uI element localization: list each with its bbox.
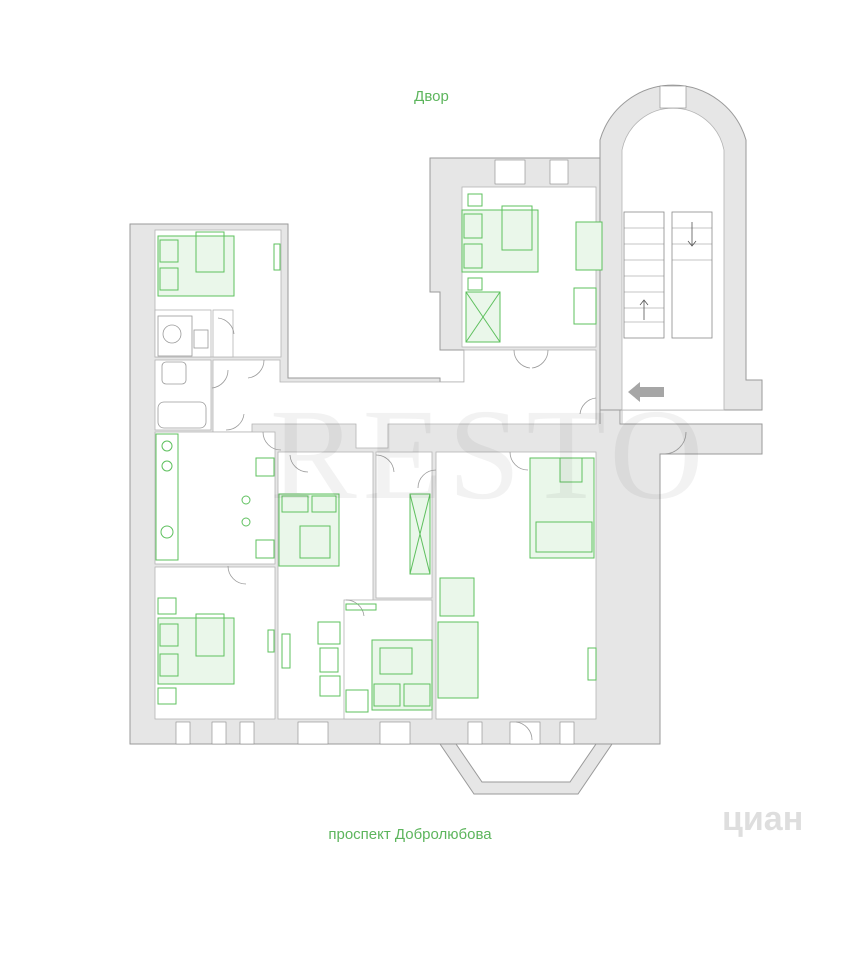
courtyard-label: Двор bbox=[414, 88, 449, 105]
double-bed bbox=[278, 493, 340, 567]
windows bbox=[175, 85, 687, 745]
kitchen bbox=[154, 431, 276, 565]
furniture bbox=[155, 193, 603, 713]
utility bbox=[212, 309, 234, 358]
watermark-brand: RESTO bbox=[270, 383, 710, 527]
stair-arrow-icon bbox=[639, 222, 697, 320]
watermark-site: циан bbox=[722, 800, 804, 838]
entrance-arrow-icon bbox=[628, 382, 664, 402]
fixtures bbox=[157, 315, 209, 429]
corridor bbox=[212, 349, 597, 449]
double-bed bbox=[461, 209, 539, 273]
bathtub bbox=[157, 401, 207, 429]
doors bbox=[211, 317, 687, 741]
bay-window bbox=[439, 743, 613, 795]
kitchen-counter bbox=[155, 433, 179, 561]
armchair bbox=[575, 221, 603, 271]
sofa bbox=[529, 457, 595, 559]
armchair bbox=[439, 577, 475, 617]
armchair bbox=[437, 621, 479, 699]
double-bed bbox=[371, 639, 433, 711]
staircase bbox=[623, 211, 713, 339]
street-label: проспект Добролюбова bbox=[328, 826, 492, 843]
